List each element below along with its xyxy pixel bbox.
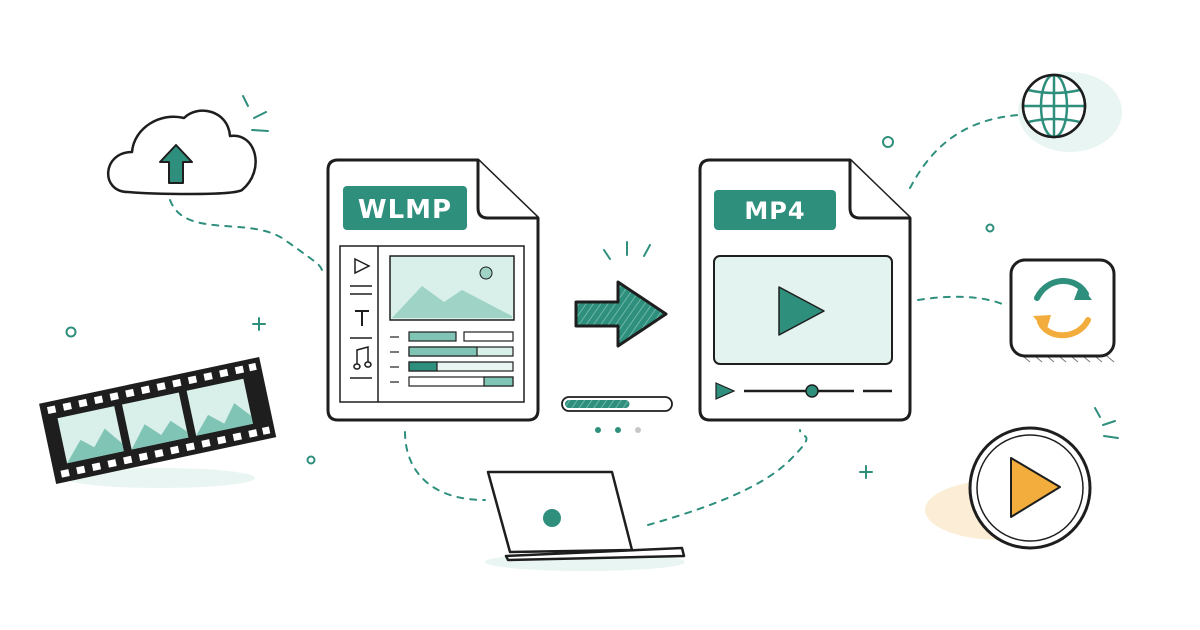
connector-lines bbox=[169, 114, 1019, 526]
connector-mp4-to-globe bbox=[909, 114, 1019, 189]
connector-mp4-to-sync bbox=[917, 295, 1006, 306]
editor-timeline bbox=[390, 331, 514, 387]
progress-fill bbox=[565, 400, 630, 408]
wlmp-file-icon: WLMP bbox=[326, 158, 540, 422]
video-play-icon bbox=[778, 286, 825, 336]
progress-dot-3 bbox=[635, 427, 641, 433]
mp4-file-icon: MP4 bbox=[698, 158, 912, 422]
connector-cloud-to-wlmp bbox=[169, 199, 323, 271]
editor-play-tool-icon bbox=[354, 257, 371, 275]
editor-music-tool-icon bbox=[353, 346, 372, 370]
editor-text-tool-icon bbox=[355, 310, 369, 326]
conversion-progress bbox=[561, 396, 673, 433]
decorations bbox=[65, 95, 1119, 479]
mp4-format-label: MP4 bbox=[744, 197, 805, 225]
player-play-button-icon bbox=[715, 382, 736, 400]
mp4-format-badge bbox=[714, 190, 836, 230]
laptop-screen-dot bbox=[543, 509, 561, 527]
cloud-upload-icon bbox=[107, 109, 257, 196]
wlmp-format-label: WLMP bbox=[358, 195, 452, 225]
progress-dot-2 bbox=[615, 427, 621, 433]
sync-icon bbox=[1009, 258, 1116, 363]
play-circle-icon bbox=[925, 426, 1092, 550]
connector-wlmp-to-laptop bbox=[404, 431, 486, 501]
globe-icon bbox=[1018, 72, 1122, 152]
connector-laptop-to-mp4 bbox=[647, 429, 808, 526]
player-seek-knob bbox=[805, 384, 819, 398]
wlmp-format-badge bbox=[343, 186, 467, 230]
progress-dot-1 bbox=[595, 427, 601, 433]
laptop-icon bbox=[485, 470, 686, 571]
film-strip-icon bbox=[39, 356, 277, 488]
convert-arrow-icon bbox=[574, 280, 668, 348]
